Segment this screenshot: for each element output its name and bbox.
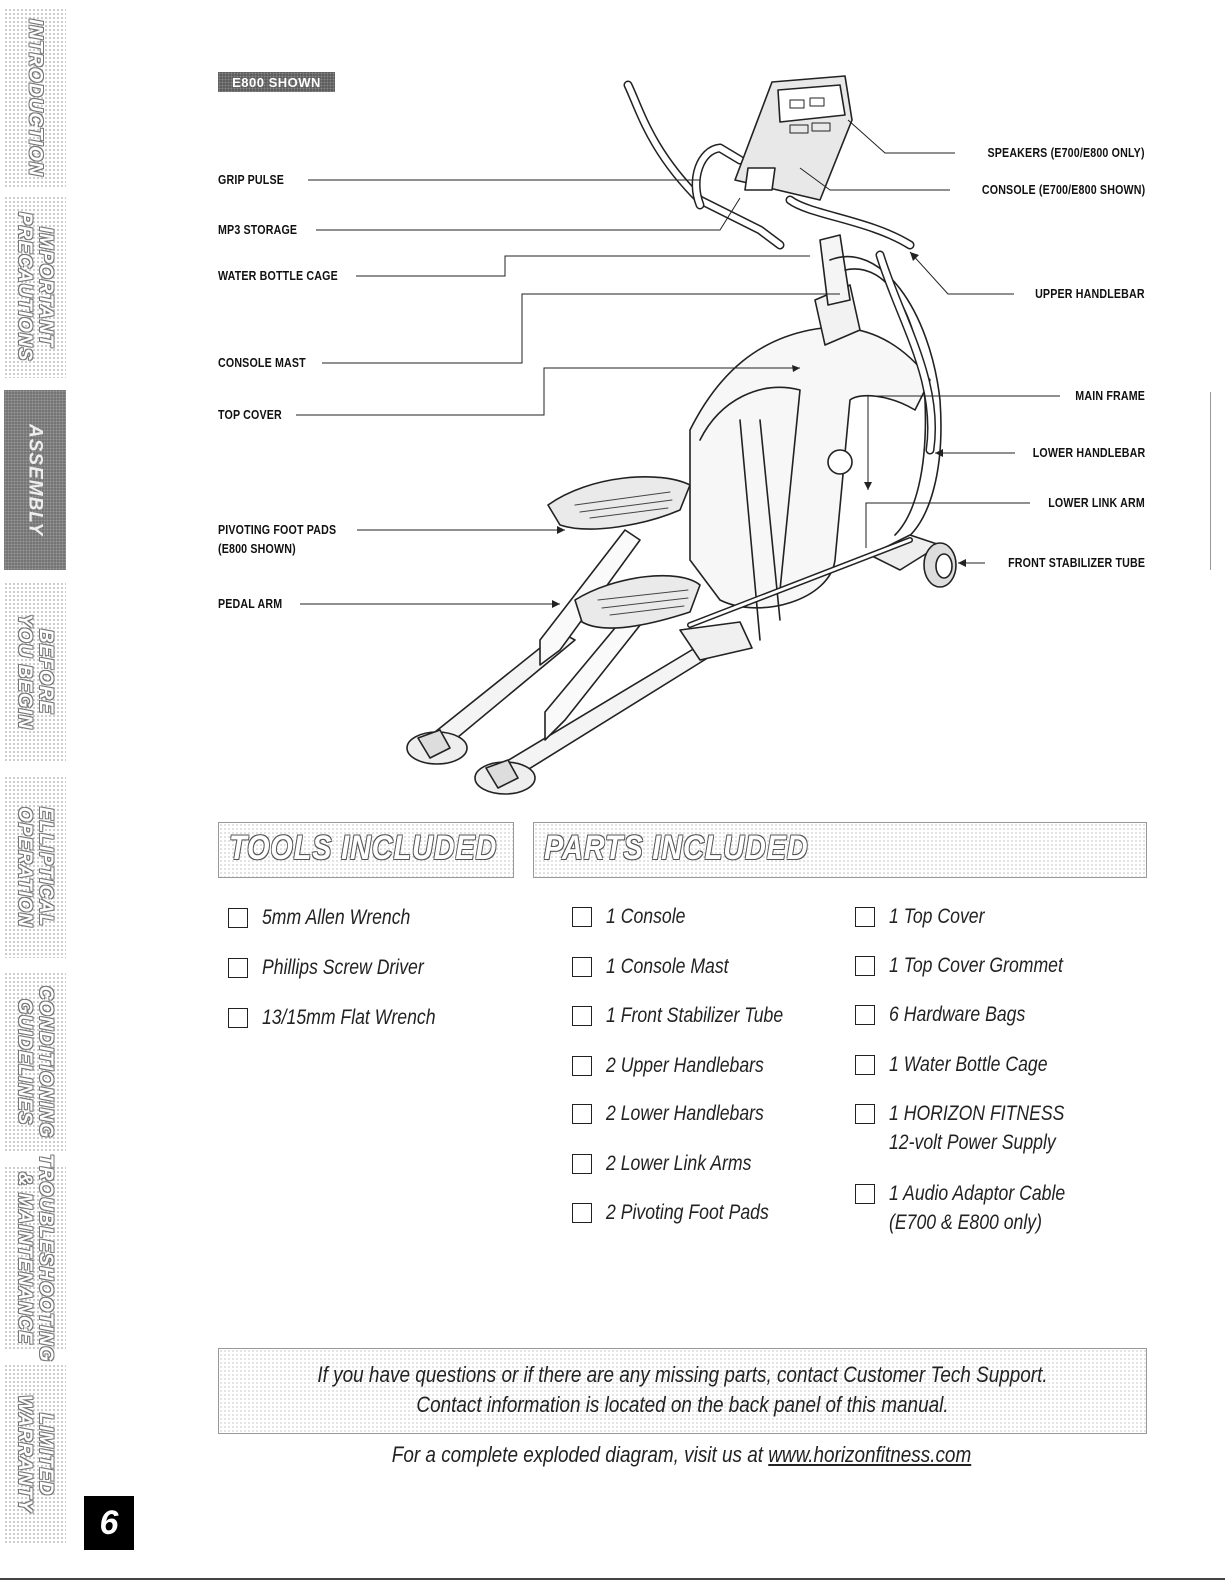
part-item-label: 1 Console Mast bbox=[606, 955, 729, 978]
checkbox[interactable] bbox=[572, 1203, 592, 1223]
parts-included-header: PARTS INCLUDED bbox=[533, 822, 1147, 878]
page-number: 6 bbox=[84, 1496, 134, 1550]
part-item: 2 Lower Link Arms bbox=[572, 1149, 779, 1178]
callout-console: CONSOLE (E700/E800 SHOWN) bbox=[981, 182, 1145, 197]
callout-speakers: SPEAKERS (E700/E800 ONLY) bbox=[987, 145, 1145, 160]
part-item-line: 12-volt Power Supply bbox=[889, 1131, 1056, 1154]
sidebar-tab-label: INTRODUCTION bbox=[24, 19, 46, 177]
margin-rule bbox=[1210, 392, 1211, 570]
callout-lower-handlebar: LOWER HANDLEBAR bbox=[1032, 445, 1145, 460]
checkbox[interactable] bbox=[855, 1005, 875, 1025]
sidebar-tab-label: IMPORTANT PRECAUTIONS bbox=[14, 212, 56, 362]
sidebar-tab-label: TROUBLESHOOTING & MAINTENANCE bbox=[14, 1153, 56, 1363]
sidebar-tab-troubleshooting[interactable]: TROUBLESHOOTING & MAINTENANCE bbox=[4, 1154, 66, 1362]
section-sidebar: INTRODUCTION IMPORTANT PRECAUTIONS ASSEM… bbox=[0, 0, 70, 1585]
sidebar-tab-limited-warranty[interactable]: LIMITED WARRANTY bbox=[4, 1364, 66, 1544]
tool-item-label: 13/15mm Flat Wrench bbox=[262, 1006, 436, 1029]
sidebar-tab-important-precautions[interactable]: IMPORTANT PRECAUTIONS bbox=[4, 196, 66, 378]
sidebar-tab-label: LIMITED WARRANTY bbox=[14, 1395, 56, 1513]
callout-upper-handlebar: UPPER HANDLEBAR bbox=[1035, 286, 1145, 301]
part-item-label: 1 Water Bottle Cage bbox=[889, 1053, 1048, 1076]
part-item: 1 Audio Adaptor Cable (E700 & E800 only) bbox=[855, 1179, 1099, 1237]
part-item-label: 2 Upper Handlebars bbox=[606, 1054, 764, 1077]
part-item: 1 Top Cover bbox=[855, 902, 1003, 931]
callout-mp3-storage: MP3 STORAGE bbox=[218, 222, 298, 237]
part-item-label: 2 Lower Handlebars bbox=[606, 1102, 764, 1125]
callout-pedal-arm: PEDAL ARM bbox=[218, 596, 283, 611]
sidebar-tab-elliptical-operation[interactable]: ELLIPTICAL OPERATION bbox=[4, 776, 66, 958]
part-item: 1 Water Bottle Cage bbox=[855, 1050, 1078, 1079]
callout-grip-pulse: GRIP PULSE bbox=[218, 172, 285, 187]
checkbox[interactable] bbox=[855, 1184, 875, 1204]
sidebar-tab-before-you-begin[interactable]: BEFORE YOU BEGIN bbox=[4, 582, 66, 762]
sidebar-tab-label: ASSEMBLY bbox=[24, 423, 46, 537]
part-item: 1 Front Stabilizer Tube bbox=[572, 1001, 817, 1030]
sidebar-tab-label: CONDITIONING GUIDELINES bbox=[14, 985, 56, 1139]
part-item-line: 1 Audio Adaptor Cable bbox=[889, 1182, 1066, 1205]
part-item-label: 6 Hardware Bags bbox=[889, 1003, 1026, 1026]
bottom-rule bbox=[0, 1578, 1225, 1580]
part-item: 2 Pivoting Foot Pads bbox=[572, 1198, 800, 1227]
checkbox[interactable] bbox=[228, 958, 248, 978]
part-item-label: 1 Front Stabilizer Tube bbox=[606, 1004, 784, 1027]
sidebar-tab-introduction[interactable]: INTRODUCTION bbox=[4, 8, 66, 188]
part-item: 6 Hardware Bags bbox=[855, 1000, 1051, 1029]
part-item-line: 1 HORIZON FITNESS bbox=[889, 1102, 1065, 1125]
part-item: 1 Top Cover Grommet bbox=[855, 951, 1096, 980]
footer-text: For a complete exploded diagram, visit u… bbox=[283, 1442, 1080, 1468]
checkbox[interactable] bbox=[228, 1008, 248, 1028]
checkbox[interactable] bbox=[572, 1104, 592, 1124]
part-item: 2 Lower Handlebars bbox=[572, 1099, 794, 1128]
part-item-label: 1 Top Cover bbox=[889, 905, 985, 928]
checkbox[interactable] bbox=[228, 908, 248, 928]
notice-line-1: If you have questions or if there are an… bbox=[317, 1362, 1048, 1387]
callout-pivoting-foot-pads: PIVOTING FOOT PADS bbox=[218, 522, 337, 537]
tools-included-header: TOOLS INCLUDED bbox=[218, 822, 514, 878]
sidebar-tab-label: BEFORE YOU BEGIN bbox=[14, 614, 56, 730]
notice-line-2: Contact information is located on the ba… bbox=[416, 1392, 949, 1417]
part-item-label: 1 HORIZON FITNESS 12-volt Power Supply bbox=[889, 1099, 1064, 1157]
tool-item-label: 5mm Allen Wrench bbox=[262, 906, 411, 929]
callout-front-stabilizer-tube: FRONT STABILIZER TUBE bbox=[1007, 555, 1145, 570]
part-item: 1 Console bbox=[572, 902, 701, 931]
part-item: 1 Console Mast bbox=[572, 952, 752, 981]
checkbox[interactable] bbox=[855, 907, 875, 927]
callout-e800-shown: (E800 SHOWN) bbox=[218, 541, 296, 556]
part-item-label: 2 Lower Link Arms bbox=[606, 1152, 752, 1175]
sidebar-tab-label: ELLIPTICAL OPERATION bbox=[14, 806, 56, 928]
part-item-label: 1 Audio Adaptor Cable (E700 & E800 only) bbox=[889, 1179, 1065, 1237]
callout-water-bottle-cage: WATER BOTTLE CAGE bbox=[218, 268, 338, 283]
tool-item: 5mm Allen Wrench bbox=[228, 903, 439, 932]
model-badge: E800 SHOWN bbox=[218, 72, 335, 92]
checkbox[interactable] bbox=[572, 907, 592, 927]
part-item-label: 1 Top Cover Grommet bbox=[889, 954, 1063, 977]
callout-main-frame: MAIN FRAME bbox=[1075, 388, 1145, 403]
part-item-line: (E700 & E800 only) bbox=[889, 1211, 1042, 1234]
checkbox[interactable] bbox=[572, 957, 592, 977]
part-item-label: 1 Console bbox=[606, 905, 686, 928]
tool-item: Phillips Screw Driver bbox=[228, 953, 455, 982]
footer-prefix: For a complete exploded diagram, visit u… bbox=[391, 1442, 769, 1467]
sidebar-tab-conditioning-guidelines[interactable]: CONDITIONING GUIDELINES bbox=[4, 972, 66, 1152]
support-notice: If you have questions or if there are an… bbox=[218, 1348, 1147, 1434]
callout-console-mast: CONSOLE MAST bbox=[218, 355, 306, 370]
part-item-label: 2 Pivoting Foot Pads bbox=[606, 1201, 769, 1224]
checkbox[interactable] bbox=[572, 1154, 592, 1174]
website-link[interactable]: www.horizonfitness.com bbox=[768, 1442, 972, 1467]
parts-included-title: PARTS INCLUDED bbox=[544, 829, 809, 867]
checkbox[interactable] bbox=[855, 956, 875, 976]
part-item: 2 Upper Handlebars bbox=[572, 1051, 794, 1080]
elliptical-illustration bbox=[296, 75, 1060, 795]
callout-lower-link-arm: LOWER LINK ARM bbox=[1048, 495, 1145, 510]
checkbox[interactable] bbox=[572, 1006, 592, 1026]
callout-top-cover: TOP COVER bbox=[218, 407, 282, 422]
checkbox[interactable] bbox=[855, 1104, 875, 1124]
tool-item-label: Phillips Screw Driver bbox=[262, 956, 424, 979]
part-item: 1 HORIZON FITNESS 12-volt Power Supply bbox=[855, 1099, 1098, 1157]
checkbox[interactable] bbox=[855, 1055, 875, 1075]
checkbox[interactable] bbox=[572, 1056, 592, 1076]
tools-included-title: TOOLS INCLUDED bbox=[229, 829, 498, 867]
sidebar-tab-assembly[interactable]: ASSEMBLY bbox=[4, 390, 66, 570]
tool-item: 13/15mm Flat Wrench bbox=[228, 1003, 469, 1032]
